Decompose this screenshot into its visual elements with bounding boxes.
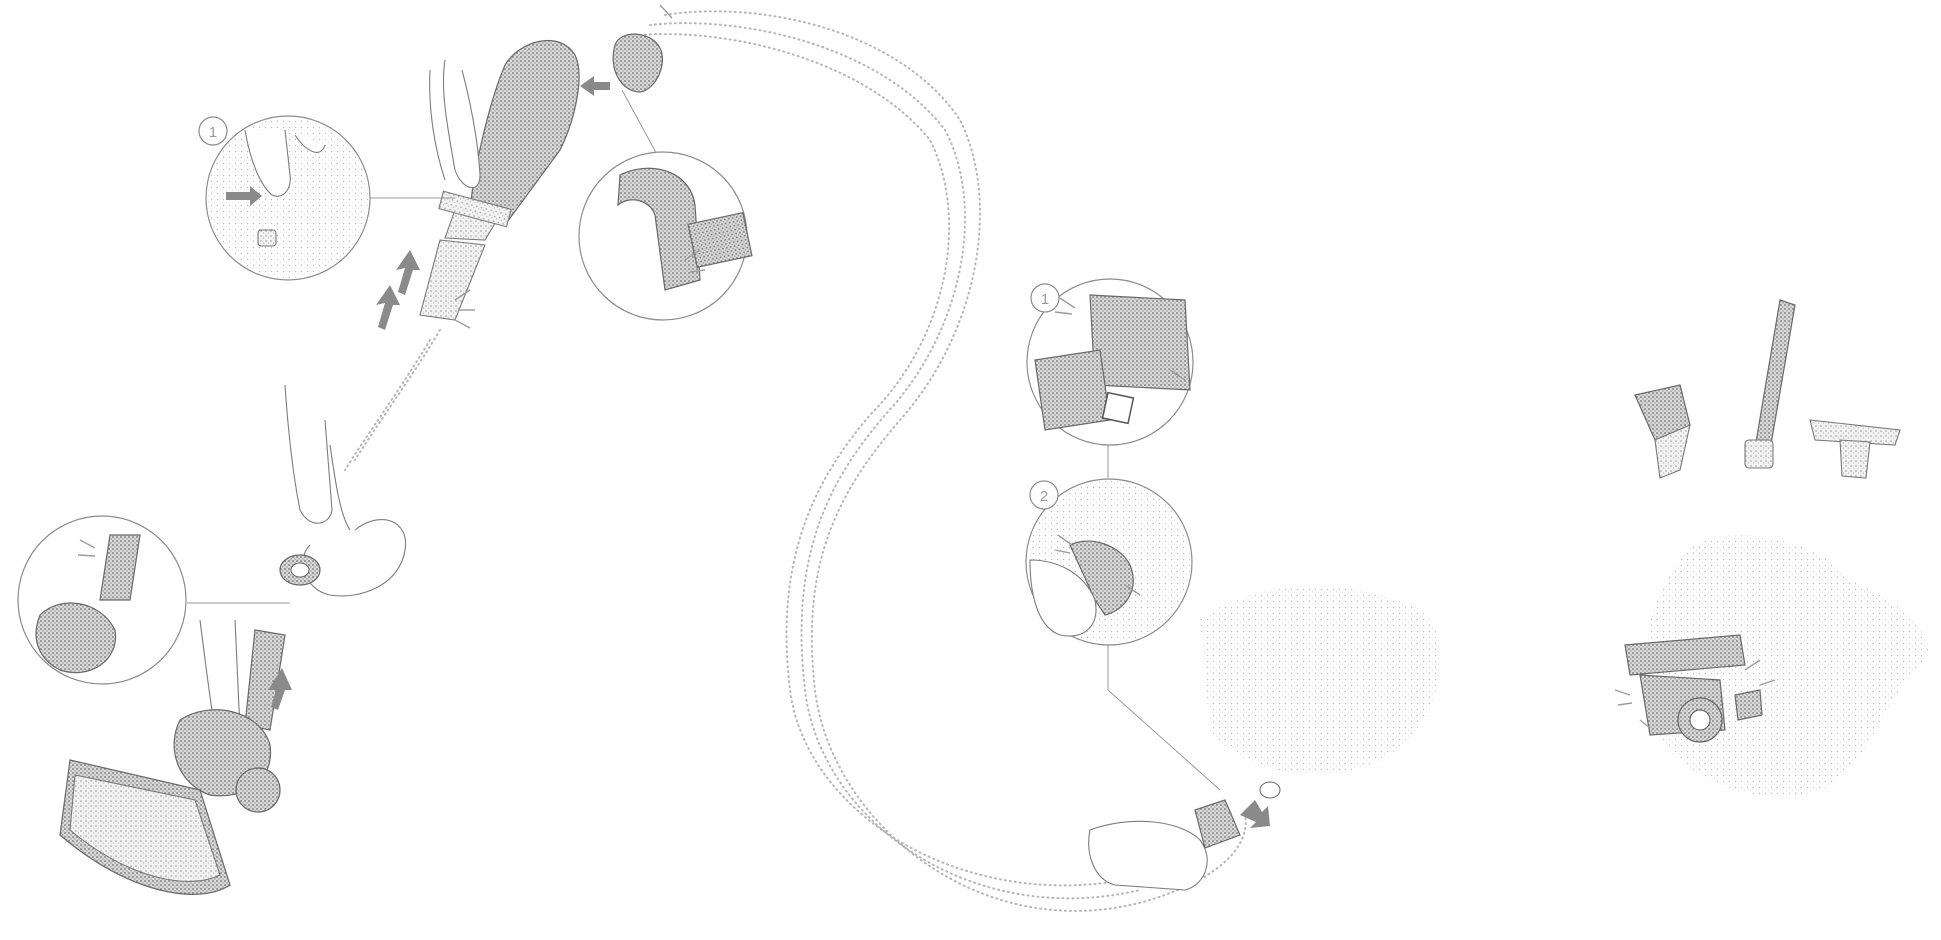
step-number-badge: 1 — [1031, 284, 1059, 312]
crevice-tool — [1745, 300, 1795, 468]
hose-cuff-top — [613, 5, 672, 92]
brush-tool — [1635, 385, 1690, 478]
callout-detail-floor-head-joint — [18, 516, 186, 684]
push-arrow-icon — [376, 250, 420, 330]
step-number: 2 — [1040, 488, 1048, 505]
step-number-badge: 2 — [1030, 481, 1058, 509]
accessory-holder-on-body — [1615, 535, 1928, 796]
callout-leader — [622, 90, 660, 160]
callout-leader — [1108, 690, 1220, 790]
step-number-badge: 1 — [199, 117, 227, 145]
callout-detail-1-topleft — [206, 116, 370, 280]
upholstery-tool — [1810, 420, 1900, 478]
push-arrow-icon — [580, 76, 610, 96]
step-number: 1 — [1041, 291, 1049, 308]
wand-hand — [430, 60, 480, 188]
hand-ring-step — [280, 385, 406, 596]
step-number: 1 — [209, 124, 217, 141]
callout-detail-hose-join — [579, 152, 752, 320]
